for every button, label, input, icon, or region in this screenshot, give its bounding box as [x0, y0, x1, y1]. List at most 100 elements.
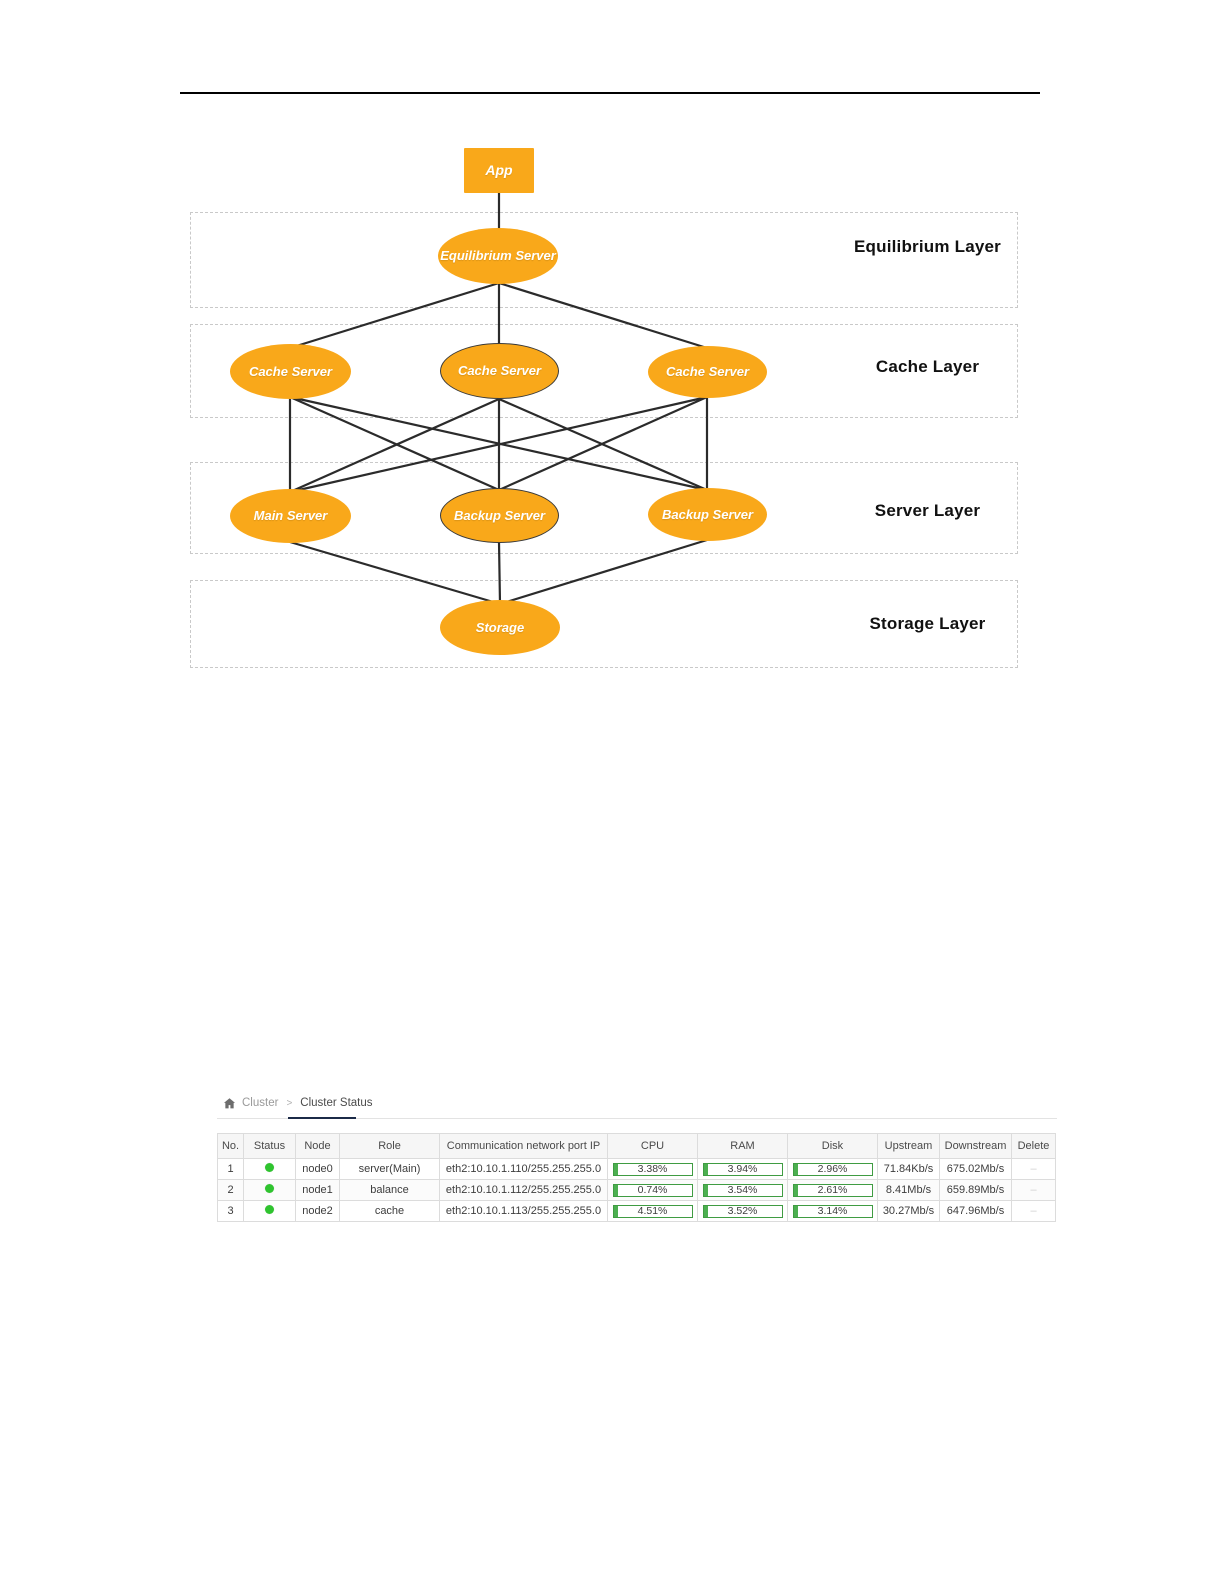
status-indicator-online: [265, 1205, 274, 1214]
cell-no: 1: [217, 1158, 244, 1180]
diagram-node-cache-server-right[interactable]: Cache Server: [648, 346, 767, 398]
disk-meter-fill: [793, 1163, 798, 1175]
layer-label-server-text: Server Layer: [874, 501, 981, 520]
column-header-role[interactable]: Role: [339, 1133, 440, 1159]
cell-ip: eth2:10.10.1.112/255.255.255.0: [439, 1179, 608, 1201]
column-header-node[interactable]: Node: [295, 1133, 340, 1159]
layer-label-storage: Storage Layer: [845, 613, 1010, 634]
diagram-node-backup-server-mid[interactable]: Backup Server: [440, 488, 559, 543]
breadcrumb-separator-icon: >: [286, 1097, 293, 1109]
cell-node: node2: [295, 1200, 340, 1222]
table-row[interactable]: 2 node1 balance eth2:10.10.1.112/255.255…: [217, 1179, 1056, 1201]
diagram-edges: [288, 191, 709, 606]
page-top-rule: [180, 92, 1040, 94]
layer-band-equilibrium: [190, 212, 1018, 308]
diagram-node-equilibrium-server[interactable]: Equilibrium Server: [438, 228, 558, 284]
cell-cpu: 3.38%: [607, 1158, 698, 1180]
cell-upstream: 8.41Mb/s: [877, 1179, 940, 1201]
architecture-diagram: App Equilibrium Server Cache Server Cach…: [0, 0, 1224, 700]
cell-no: 3: [217, 1200, 244, 1222]
column-header-no[interactable]: No.: [217, 1133, 244, 1159]
cluster-status-panel: Cluster > Cluster Status No. Status Node…: [217, 1088, 1057, 1222]
cell-cpu: 0.74%: [607, 1179, 698, 1201]
column-header-disk[interactable]: Disk: [787, 1133, 878, 1159]
column-header-status[interactable]: Status: [243, 1133, 296, 1159]
cell-upstream: 30.27Mb/s: [877, 1200, 940, 1222]
layer-label-equilibrium-text: Equilibrium Layer: [854, 237, 1001, 256]
ram-meter-fill: [703, 1184, 708, 1196]
diagram-node-main-server-label: Main Server: [253, 508, 328, 524]
cluster-status-table: No. Status Node Role Communication netwo…: [217, 1133, 1056, 1222]
disk-value: 3.14%: [817, 1204, 848, 1217]
ram-meter: 3.52%: [702, 1204, 783, 1218]
cpu-meter-fill: [613, 1205, 618, 1217]
diagram-node-cache-server-right-label: Cache Server: [665, 364, 750, 380]
breadcrumb-item-cluster-status[interactable]: Cluster Status: [300, 1097, 373, 1109]
cpu-value: 3.38%: [637, 1162, 668, 1175]
layer-label-cache: Cache Layer: [845, 356, 1010, 377]
delete-button[interactable]: –: [1011, 1200, 1056, 1222]
cell-upstream: 71.84Kb/s: [877, 1158, 940, 1180]
column-header-ram[interactable]: RAM: [697, 1133, 788, 1159]
diagram-node-backup-server-mid-label: Backup Server: [453, 507, 546, 523]
cell-downstream: 675.02Mb/s: [939, 1158, 1012, 1180]
cell-ram: 3.94%: [697, 1158, 788, 1180]
cell-cpu: 4.51%: [607, 1200, 698, 1222]
column-header-downstream[interactable]: Downstream: [939, 1133, 1012, 1159]
column-header-delete[interactable]: Delete: [1011, 1133, 1056, 1159]
disk-value: 2.96%: [817, 1162, 848, 1175]
status-indicator-online: [265, 1184, 274, 1193]
diagram-node-storage-label: Storage: [475, 619, 525, 635]
table-row[interactable]: 1 node0 server(Main) eth2:10.10.1.110/25…: [217, 1158, 1056, 1180]
ram-value: 3.52%: [727, 1204, 758, 1217]
layer-band-storage: [190, 580, 1018, 668]
cell-role: balance: [339, 1179, 440, 1201]
diagram-node-backup-server-right-label: Backup Server: [661, 506, 754, 522]
cell-role: server(Main): [339, 1158, 440, 1180]
disk-meter-fill: [793, 1205, 798, 1217]
diagram-node-app-label: App: [485, 162, 513, 179]
delete-button[interactable]: –: [1011, 1179, 1056, 1201]
column-header-upstream[interactable]: Upstream: [877, 1133, 940, 1159]
breadcrumb-item-cluster[interactable]: Cluster: [242, 1097, 279, 1109]
cell-disk: 3.14%: [787, 1200, 878, 1222]
cpu-meter: 0.74%: [612, 1183, 693, 1197]
diagram-node-backup-server-right[interactable]: Backup Server: [648, 488, 767, 541]
cell-ip: eth2:10.10.1.110/255.255.255.0: [439, 1158, 608, 1180]
disk-value: 2.61%: [817, 1183, 848, 1196]
cpu-value: 0.74%: [637, 1183, 668, 1196]
column-header-ip[interactable]: Communication network port IP: [439, 1133, 608, 1159]
ram-meter-fill: [703, 1163, 708, 1175]
diagram-node-cache-server-mid[interactable]: Cache Server: [440, 343, 559, 399]
disk-meter: 2.61%: [792, 1183, 873, 1197]
diagram-node-app[interactable]: App: [464, 148, 534, 193]
ram-meter: 3.94%: [702, 1162, 783, 1176]
layer-label-cache-text: Cache Layer: [875, 357, 980, 376]
cell-status: [243, 1179, 296, 1201]
diagram-node-cache-server-left[interactable]: Cache Server: [230, 344, 351, 399]
cell-node: node0: [295, 1158, 340, 1180]
cell-status: [243, 1158, 296, 1180]
breadcrumb-active-underline: [288, 1116, 356, 1119]
column-header-cpu[interactable]: CPU: [607, 1133, 698, 1159]
diagram-node-cache-server-mid-label: Cache Server: [457, 363, 542, 379]
cpu-meter: 4.51%: [612, 1204, 693, 1218]
table-header-row: No. Status Node Role Communication netwo…: [217, 1133, 1056, 1159]
home-icon[interactable]: [223, 1097, 236, 1110]
delete-button[interactable]: –: [1011, 1158, 1056, 1180]
cell-status: [243, 1200, 296, 1222]
cpu-meter-fill: [613, 1163, 618, 1175]
cell-disk: 2.61%: [787, 1179, 878, 1201]
cell-ram: 3.54%: [697, 1179, 788, 1201]
cpu-value: 4.51%: [637, 1204, 668, 1217]
cell-role: cache: [339, 1200, 440, 1222]
cell-no: 2: [217, 1179, 244, 1201]
cpu-meter: 3.38%: [612, 1162, 693, 1176]
diagram-node-storage[interactable]: Storage: [440, 600, 560, 655]
table-row[interactable]: 3 node2 cache eth2:10.10.1.113/255.255.2…: [217, 1200, 1056, 1222]
ram-meter: 3.54%: [702, 1183, 783, 1197]
diagram-node-main-server[interactable]: Main Server: [230, 489, 351, 543]
layer-band-server: [190, 462, 1018, 554]
disk-meter: 3.14%: [792, 1204, 873, 1218]
layer-label-server: Server Layer: [845, 500, 1010, 521]
